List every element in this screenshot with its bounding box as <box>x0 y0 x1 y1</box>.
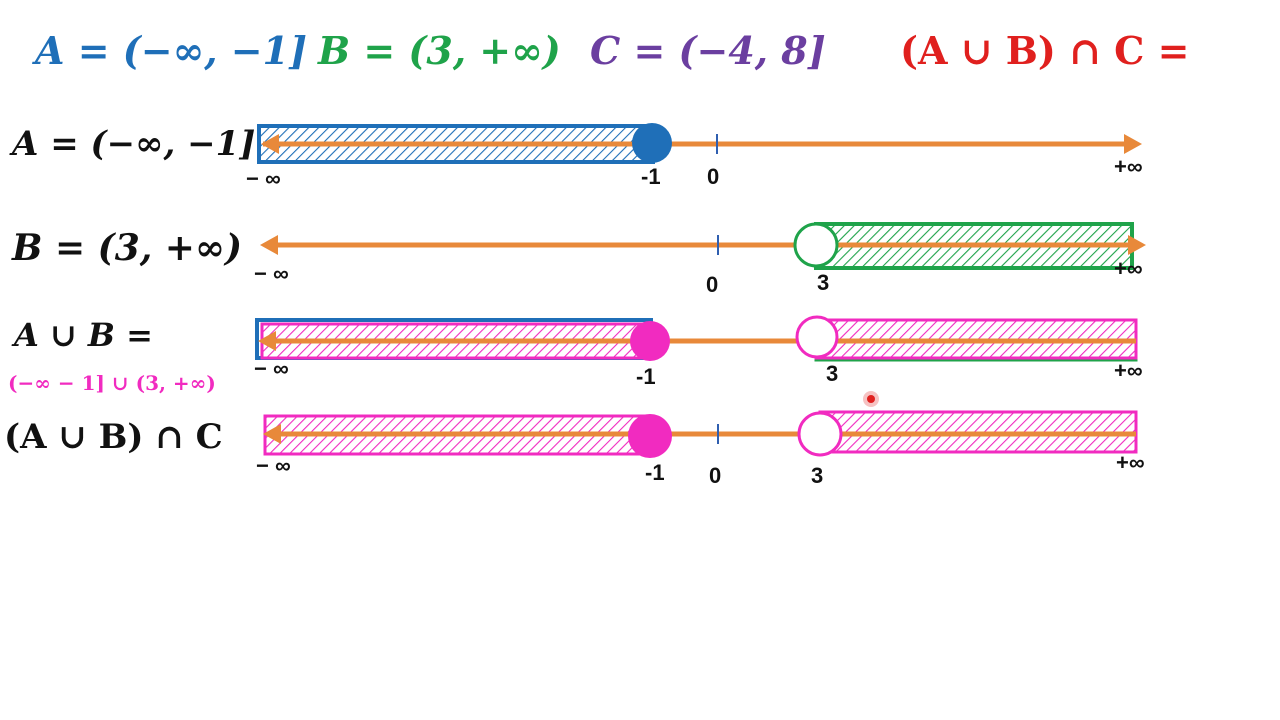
row-a-minus-one: -1 <box>641 164 661 189</box>
header-set-a: A = (−∞, −1] <box>32 28 307 73</box>
row-a-right-arrowhead <box>1124 134 1142 154</box>
header: A = (−∞, −1] B = (3, +∞) C = (−4, 8] (A … <box>32 28 1189 73</box>
row-union-three: 3 <box>826 361 838 386</box>
row-b-zero: 0 <box>706 272 718 297</box>
header-question: (A ∪ B) ∩ C = <box>900 28 1189 73</box>
row-a-pos-inf: +∞ <box>1114 154 1143 179</box>
row-a-neg-inf: − ∞ <box>246 166 281 191</box>
row-b-label: B = (3, +∞) <box>11 227 242 269</box>
row-b-pos-inf: +∞ <box>1114 256 1143 281</box>
header-set-b: B = (3, +∞) <box>317 28 561 73</box>
row-b-right-arrowhead <box>1128 235 1146 255</box>
row-union-neg-inf: − ∞ <box>254 356 289 381</box>
row-union-open-point <box>795 315 839 359</box>
row-union-closed-point <box>630 321 670 361</box>
row-a-closed-point <box>632 123 672 163</box>
row-intersection-pos-inf: +∞ <box>1116 450 1145 475</box>
row-union-result: (−∞ − 1] ∪ (3, +∞) <box>8 371 216 395</box>
row-union-left-arrowhead <box>258 331 276 351</box>
header-set-c: C = (−4, 8] <box>590 28 826 73</box>
row-b-open-point <box>793 222 839 268</box>
row-a: A = (−∞, −1] − ∞ -1 0 +∞ <box>9 123 1143 191</box>
row-a-left-arrowhead <box>261 134 279 154</box>
row-union-minus-one: -1 <box>636 364 656 389</box>
row-b: B = (3, +∞) − ∞ 0 3 +∞ <box>11 222 1146 297</box>
row-a-label: A = (−∞, −1] <box>9 124 255 164</box>
row-intersection: (A ∪ B) ∩ C − ∞ -1 0 3 +∞ <box>4 410 1145 488</box>
row-intersection-zero: 0 <box>709 463 721 488</box>
row-b-three: 3 <box>817 270 829 295</box>
row-intersection-label: (A ∪ B) ∩ C <box>4 417 223 457</box>
row-intersection-minus-one: -1 <box>645 460 665 485</box>
row-intersection-neg-inf: − ∞ <box>256 453 291 478</box>
row-b-left-arrowhead <box>260 235 278 255</box>
row-intersection-three: 3 <box>811 463 823 488</box>
row-a-zero: 0 <box>707 164 719 189</box>
row-intersection-closed-point <box>628 414 672 458</box>
row-intersection-left-arrowhead <box>263 424 281 444</box>
row-b-neg-inf: − ∞ <box>254 261 289 286</box>
row-union-label: A ∪ B = <box>11 316 153 354</box>
row-union: A ∪ B = (−∞ − 1] ∪ (3, +∞) − ∞ -1 3 +∞ <box>8 315 1143 395</box>
cursor-indicator <box>863 391 879 407</box>
row-intersection-open-point <box>797 411 843 457</box>
row-union-pos-inf: +∞ <box>1114 358 1143 383</box>
